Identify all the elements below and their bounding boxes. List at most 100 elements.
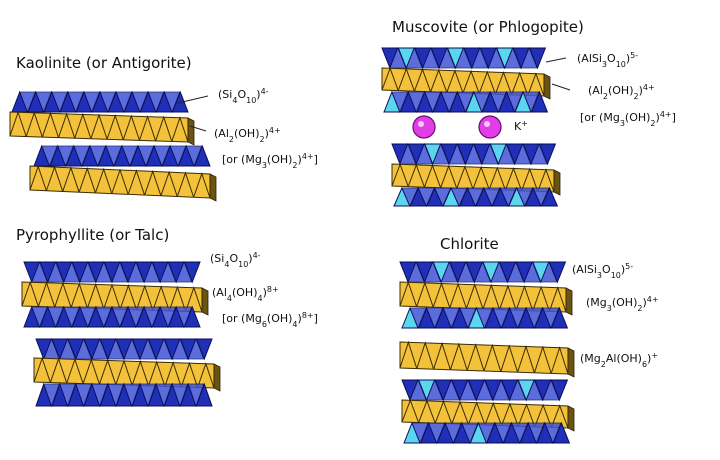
- formula-kaolinite-mg3oh2-post: ): [298, 153, 302, 166]
- octahedron-edge: [122, 114, 140, 141]
- octahedron-edge: [58, 112, 76, 139]
- tetrahedron-facet: [47, 260, 64, 283]
- title-kaolinite: Kaolinite (or Antigorite): [16, 54, 192, 72]
- tetrahedron-facet: [399, 142, 417, 165]
- leader-muscovite-1: [545, 57, 567, 63]
- formula-chlorite-mg3oh2-mid: (OH): [612, 296, 638, 309]
- label-potassium-pre: K: [514, 120, 522, 133]
- formula-kaolinite-si4o10-post: ): [256, 88, 260, 101]
- tetrahedron-facet: [63, 306, 80, 329]
- octahedron-edge: [456, 165, 474, 190]
- tetrahedron-facet: [155, 383, 173, 408]
- tetrahedron-facet: [490, 260, 508, 283]
- chlorite-tetra-top-1: [399, 260, 567, 284]
- octahedron-edge: [511, 71, 529, 96]
- formula-pyrophyllite-mg6oh4-tail: ]: [314, 312, 318, 325]
- octahedron-edge: [127, 169, 146, 196]
- formula-chlorite-mg3oh2-sup: 4+: [647, 295, 659, 304]
- tetrahedron-facet: [525, 378, 543, 401]
- octahedron-edge: [517, 403, 536, 427]
- tetrahedron-facet: [79, 260, 96, 283]
- formula-muscovite-alsi3o10: (AlSi3O10)5-: [577, 51, 638, 69]
- octahedron-edge: [185, 286, 203, 313]
- formula-muscovite-al2oh2-pre: (Al: [588, 84, 603, 97]
- tetrahedron-facet: [115, 91, 133, 114]
- formula-muscovite-mg3oh2: [or (Mg3(OH)2)4+]: [580, 110, 676, 128]
- tetrahedron-facet: [31, 306, 48, 329]
- tetrahedron-facet: [111, 260, 129, 283]
- octahedron-edge: [160, 170, 178, 197]
- tetrahedron-facet: [477, 422, 495, 445]
- formula-muscovite-alsi3o10-pre: (AlSi: [577, 52, 602, 65]
- label-potassium: K+: [514, 119, 528, 134]
- tetrahedron-facet: [530, 142, 548, 165]
- octahedron-edge: [517, 344, 535, 373]
- tetrahedron-facet: [492, 307, 510, 330]
- octahedron-edge: [494, 71, 513, 95]
- layer-structures: [9, 46, 575, 445]
- formula-pyrophyllite-al4oh4-mid: (OH): [232, 286, 258, 299]
- octahedron-edge: [41, 111, 60, 138]
- octahedron-edge: [45, 165, 64, 192]
- formula-muscovite-al2oh2-sub2: 2: [633, 92, 638, 101]
- tetrahedron-facet: [99, 91, 117, 114]
- octahedron-edge: [54, 281, 72, 308]
- formula-kaolinite-al2oh2: (Al2(OH)2)4+: [214, 126, 281, 144]
- tetrahedron-facet: [137, 145, 155, 168]
- tetrahedron-facet: [440, 260, 458, 283]
- tetrahedron-facet: [473, 91, 491, 114]
- title-chlorite: Chlorite: [440, 235, 499, 253]
- tetrahedron-facet: [41, 145, 58, 168]
- tetrahedron-facet: [444, 422, 462, 445]
- tetrahedron-facet: [155, 337, 173, 360]
- tetrahedron-facet: [450, 187, 468, 207]
- tetrahedron-facet: [464, 142, 482, 165]
- tetrahedron-facet: [389, 46, 407, 69]
- octahedron-edge: [193, 172, 211, 199]
- tetrahedron-facet: [487, 46, 505, 69]
- octahedron-edge: [504, 167, 523, 191]
- title-muscovite: Muscovite (or Phlogopite): [392, 18, 584, 36]
- tetrahedron-facet: [448, 142, 466, 165]
- tetrahedron-facet: [422, 46, 440, 69]
- formula-kaolinite-al2oh2-sub2: 2: [259, 135, 264, 144]
- tetrahedron-facet: [91, 337, 108, 360]
- tetrahedron-facet: [516, 187, 534, 207]
- tetrahedron-facet: [424, 260, 442, 283]
- octahedron-edge: [86, 282, 105, 309]
- tetrahedron-facet: [171, 383, 189, 408]
- tetrahedron-facet: [426, 307, 444, 330]
- formula-pyrophyllite-al4oh4-sub2: 4: [257, 294, 262, 303]
- octahedral-edge: [187, 117, 195, 146]
- tetrahedron-facet: [407, 260, 425, 283]
- octahedron-edge: [423, 164, 442, 188]
- octahedron-edge: [111, 168, 129, 195]
- tetrahedron-facet: [105, 145, 122, 168]
- formula-pyrophyllite-si4o10-sub2: 10: [238, 260, 248, 269]
- potassium-ion-highlight: [484, 121, 490, 127]
- muscovite-tetra-bottom: [383, 90, 549, 114]
- tetrahedron-facet: [35, 91, 52, 114]
- tetrahedron-facet: [481, 142, 499, 165]
- leader-kaolinite-1: [177, 95, 209, 104]
- formula-pyrophyllite-mg6oh4: [or (Mg6(OH)4)8+]: [222, 311, 318, 329]
- formula-kaolinite-al2oh2-mid: (OH): [234, 127, 260, 140]
- tetrahedron-facet: [91, 383, 108, 408]
- octahedron-edge: [432, 281, 451, 308]
- chlorite-tetra-bottom-1: [401, 306, 569, 330]
- tetrahedron-facet: [127, 306, 145, 329]
- octahedron-edge: [29, 164, 47, 191]
- tetrahedron-facet: [139, 337, 157, 360]
- formula-muscovite-mg3oh2-post: ): [656, 111, 660, 124]
- octahedron-edge: [434, 400, 453, 424]
- pyrophyllite-tetra-bottom-2: [35, 382, 213, 408]
- formula-muscovite-alsi3o10-mid: O: [607, 52, 616, 65]
- tetrahedron-facet: [95, 306, 112, 329]
- formula-muscovite-mg3oh2-sup: 4+: [660, 110, 672, 119]
- formula-kaolinite-al2oh2-sub: 2: [229, 135, 234, 144]
- leader-kaolinite-2: [189, 125, 207, 132]
- formula-kaolinite-al2oh2-pre: (Al: [214, 127, 229, 140]
- formula-kaolinite-al2oh2-post: ): [265, 127, 269, 140]
- octahedron-edge: [466, 343, 485, 372]
- pyrophyllite-octa-2: [33, 356, 221, 392]
